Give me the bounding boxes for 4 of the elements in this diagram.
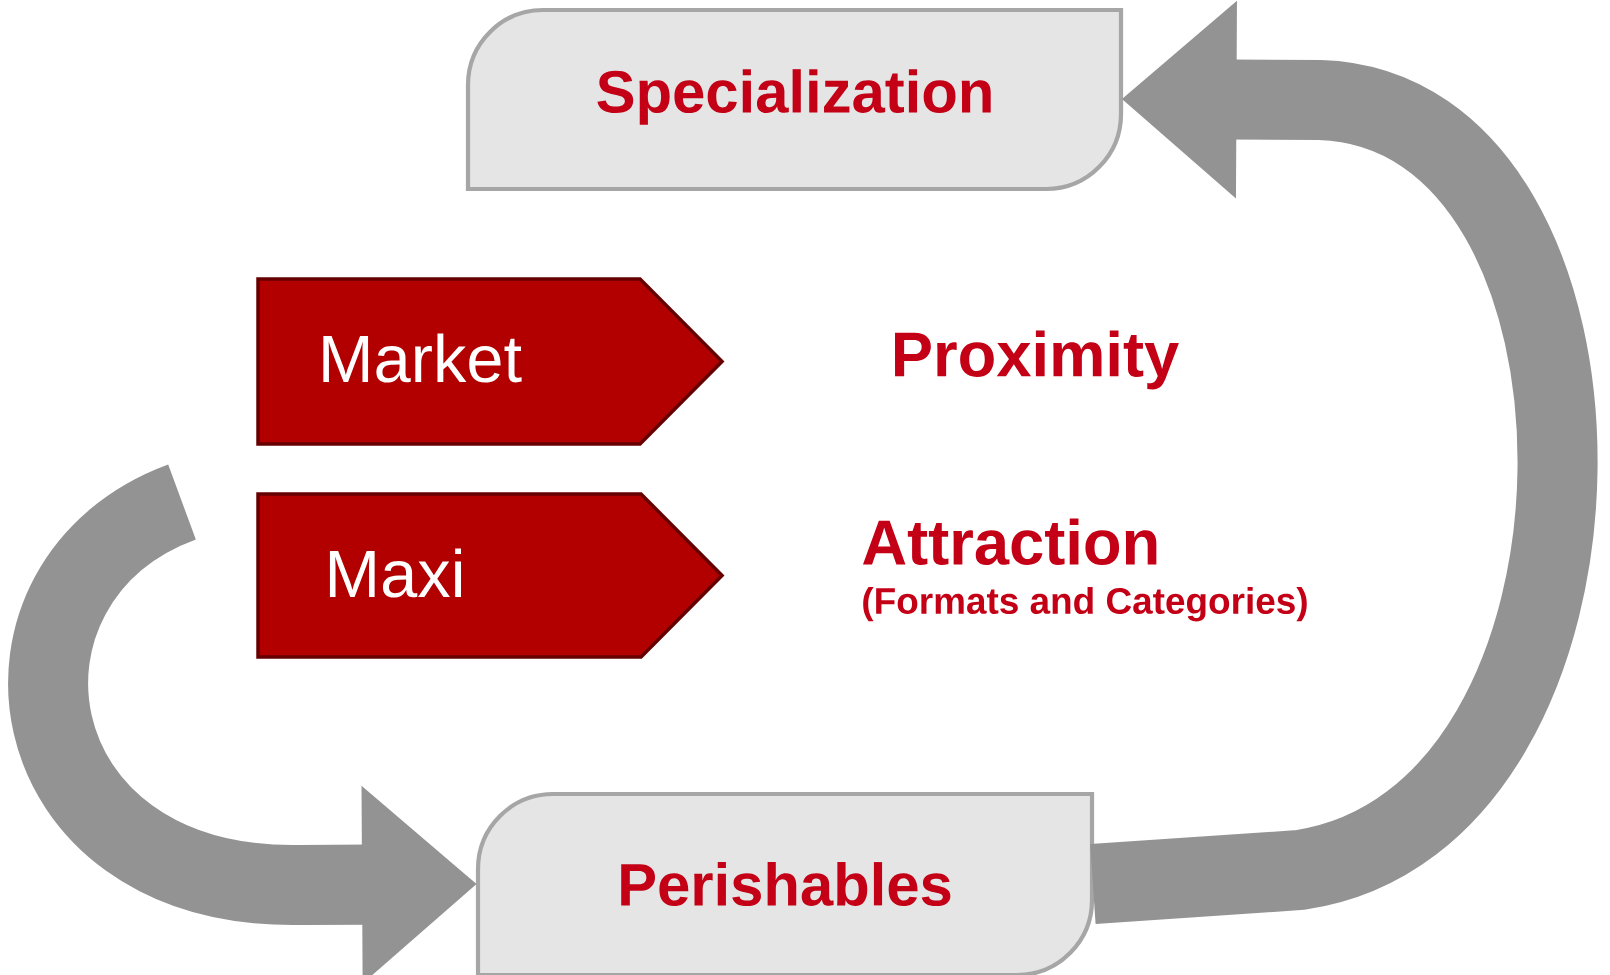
- tab-box: Perishables: [475, 791, 1095, 975]
- tab-box: Specialization: [465, 7, 1124, 192]
- text-label: Proximity: [895, 330, 1179, 390]
- text-label: Attraction (Formats and Categories): [863, 518, 1307, 622]
